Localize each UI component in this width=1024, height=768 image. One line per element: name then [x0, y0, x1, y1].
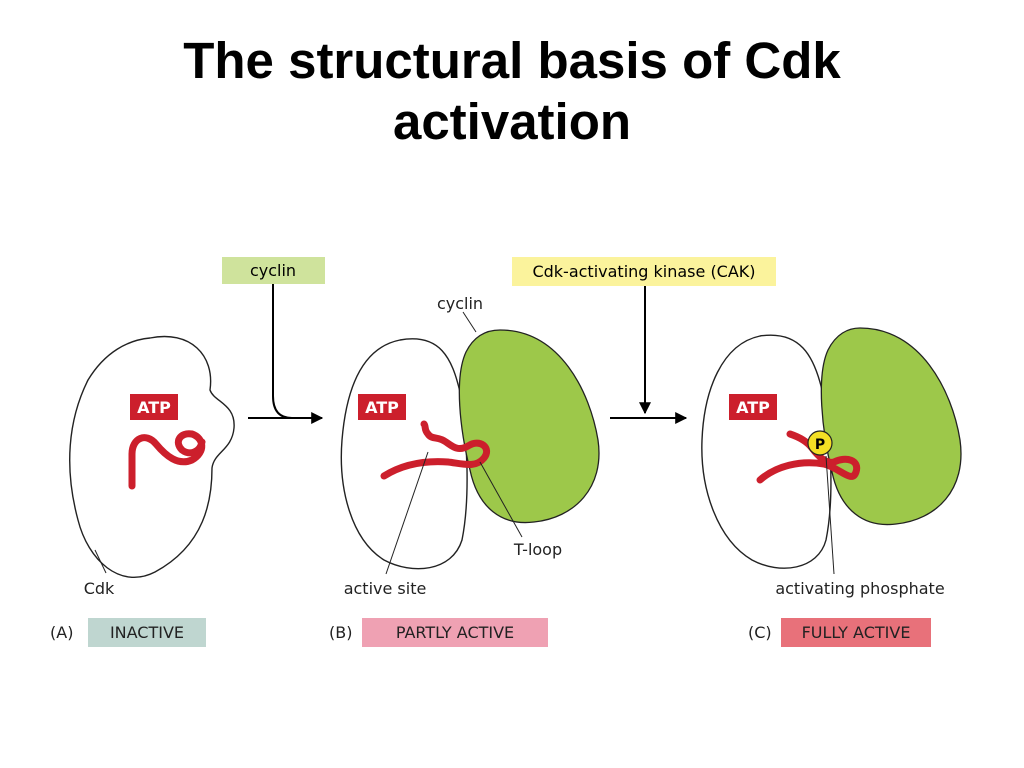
t-loop-label: T-loop	[513, 540, 562, 559]
cak-input-box: Cdk-activating kinase (CAK)	[512, 257, 776, 286]
phosphate-leader-line	[825, 455, 835, 575]
state-status: INACTIVE	[110, 623, 184, 642]
panel-b-partly-active: ATP cyclin active site T-loop	[340, 294, 600, 598]
atp-label: ATP	[736, 398, 770, 417]
panel-c-fully-active: ATP P activating phosphate	[701, 327, 962, 598]
state-caption-b: (B) PARTLY ACTIVE	[329, 618, 548, 647]
cdk-label: Cdk	[84, 579, 115, 598]
state-status: FULLY ACTIVE	[802, 623, 911, 642]
slide-title: The structural basis of Cdk activation	[0, 30, 1024, 152]
cyclin-shape	[458, 329, 600, 524]
cyclin-arrow-stem	[272, 284, 293, 419]
cyclin-shape	[820, 327, 962, 526]
t-loop-inactive	[128, 430, 206, 490]
atp-badge: ATP	[729, 394, 777, 420]
atp-badge: ATP	[358, 394, 406, 420]
slide-title-line-1: The structural basis of Cdk	[183, 32, 841, 89]
state-caption-c: (C) FULLY ACTIVE	[748, 618, 931, 647]
cdk-shape	[340, 338, 468, 570]
state-status: PARTLY ACTIVE	[396, 623, 514, 642]
cak-phosphorylation-arrow	[610, 286, 688, 424]
panel-a-inactive: ATP Cdk	[69, 335, 235, 598]
t-loop-partly	[380, 420, 491, 480]
state-letter: (A)	[50, 623, 73, 642]
cyclin-leader-line	[462, 311, 477, 333]
cdk-shape	[69, 335, 235, 578]
atp-badge: ATP	[130, 394, 178, 420]
atp-label: ATP	[137, 398, 171, 417]
slide-title-line-2: activation	[392, 93, 632, 150]
cyclin-label: cyclin	[437, 294, 483, 313]
state-letter: (B)	[329, 623, 352, 642]
cyclin-binding-arrow	[248, 284, 324, 424]
cdk-leader-line	[94, 549, 107, 574]
phosphate-icon: P	[807, 430, 833, 456]
state-caption-a: (A) INACTIVE	[50, 618, 206, 647]
state-letter: (C)	[748, 623, 772, 642]
cak-input-label: Cdk-activating kinase (CAK)	[532, 262, 755, 281]
cyclin-input-box: cyclin	[222, 257, 325, 284]
phosphate-label: P	[815, 437, 825, 453]
atp-label: ATP	[365, 398, 399, 417]
active-site-label: active site	[344, 579, 427, 598]
activating-phosphate-label: activating phosphate	[775, 579, 944, 598]
t-loop-leader-line	[479, 461, 523, 538]
active-site-leader-line	[385, 451, 429, 575]
cyclin-input-label: cyclin	[250, 261, 296, 280]
